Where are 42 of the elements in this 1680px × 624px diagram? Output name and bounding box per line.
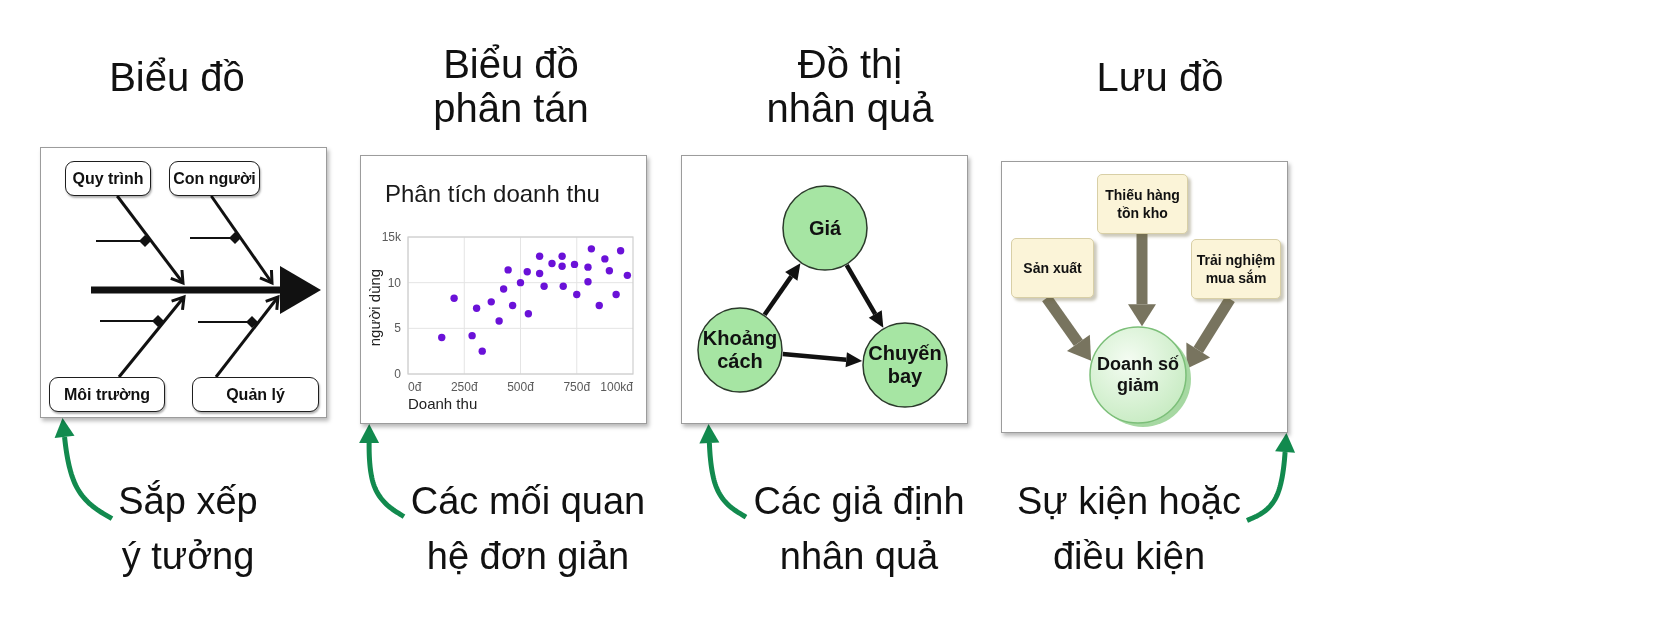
axis-label: Doanh thu <box>408 395 478 412</box>
cause-box: Con người <box>169 161 260 196</box>
arrow <box>782 351 863 368</box>
tick-label: 100kđ <box>600 380 633 394</box>
variable-circle: Giá <box>782 185 868 271</box>
tick-label: 500đ <box>507 380 534 394</box>
panel-title: Đồ thị nhân quả <box>765 42 935 130</box>
caption-text: Các mối quan hệ đơn giản <box>404 474 652 584</box>
panel-title: Lưu đồ <box>1095 55 1225 99</box>
variable-circle: Khoảng cách <box>697 307 783 393</box>
factor-box: Sản xuất <box>1011 238 1094 298</box>
factor-box: Trải nghiệm mua sắm <box>1191 239 1281 299</box>
variable-circle: Chuyến bay <box>862 322 948 408</box>
bone-arrow <box>210 195 274 285</box>
factor-box: Thiếu hàng tồn kho <box>1097 174 1188 234</box>
tick-label: 0đ <box>408 380 422 394</box>
curved-arrow <box>359 424 406 519</box>
panel-title: Biểu đồ phân tán <box>432 42 590 130</box>
cause-box: Quy trình <box>65 161 151 196</box>
panel-title: Biểu đồ <box>108 55 246 99</box>
arrow <box>844 264 884 328</box>
tick-label: 5 <box>394 321 401 336</box>
caption-text: Các giả định nhân quả <box>746 474 972 584</box>
tick-label: 750đ <box>563 380 591 394</box>
caption-text: Sự kiện hoặc điều kiện <box>1011 474 1247 584</box>
curved-arrow <box>1246 433 1296 523</box>
bone-arrow <box>214 295 280 378</box>
chart-title: Phân tích doanh thu <box>385 180 600 207</box>
tick-label: 0 <box>394 367 401 381</box>
bone-arrow <box>117 295 186 378</box>
cause-box: Quản lý <box>192 377 319 412</box>
cause-box: Môi trường <box>49 377 165 412</box>
curved-arrow <box>54 418 114 521</box>
tick-label: 10 <box>387 275 401 290</box>
block-arrow <box>1128 234 1156 327</box>
curved-arrow <box>699 424 748 520</box>
tick-label: 15k <box>381 230 401 244</box>
bone-arrow <box>116 195 185 285</box>
arrow <box>762 263 801 316</box>
caption-text: Sắp xếp ý tưởng <box>112 474 264 584</box>
tick-label: 250đ <box>450 380 478 394</box>
axis-label: người dùng <box>366 268 383 347</box>
